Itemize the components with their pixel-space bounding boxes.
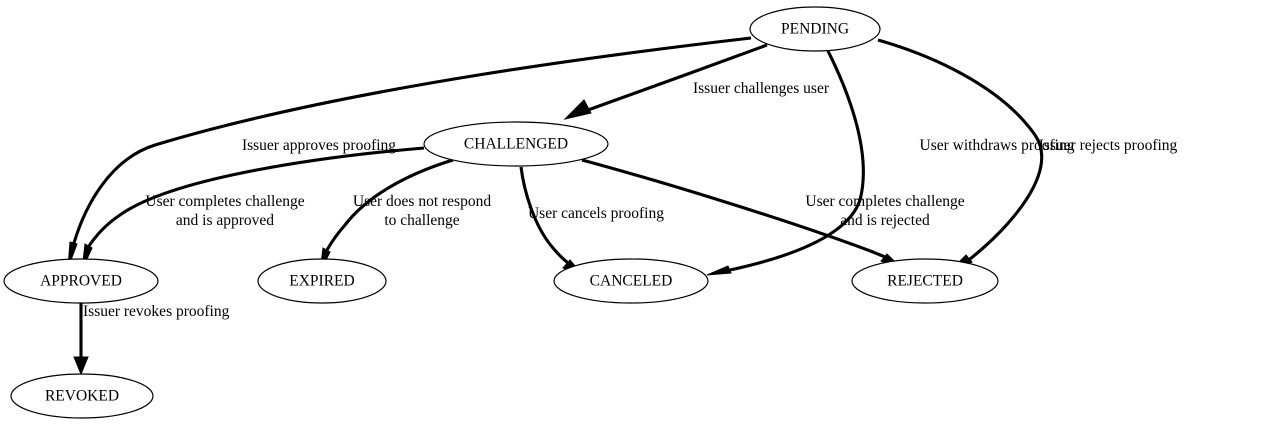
node-expired-shape[interactable] — [257, 258, 387, 304]
edge-path-pending-rejected — [877, 38, 1044, 261]
edge-pending-to-canceled: User withdraws proofing — [706, 50, 1075, 276]
edge-challenged-to-expired: User does not respond to challenge — [319, 158, 491, 273]
node-canceled-shape[interactable] — [553, 258, 709, 304]
node-expired[interactable]: EXPIRED — [257, 258, 387, 304]
node-revoked[interactable]: REVOKED — [10, 373, 154, 419]
node-revoked-shape[interactable] — [10, 373, 154, 419]
node-canceled[interactable]: CANCELED — [553, 258, 709, 304]
node-pending-shape[interactable] — [749, 6, 881, 52]
edge-pending-to-challenged: Issuer challenges user — [563, 43, 830, 120]
edge-path-challenged-rejected — [581, 158, 886, 259]
node-expired-label: EXPIRED — [289, 273, 354, 290]
arrowhead-canceled-from-pending — [706, 265, 732, 276]
node-challenged-label: CHALLENGED — [464, 136, 568, 153]
node-pending[interactable]: PENDING — [749, 6, 881, 52]
node-challenged-shape[interactable] — [423, 121, 609, 167]
node-challenged[interactable]: CHALLENGED — [423, 121, 609, 167]
node-rejected-shape[interactable] — [851, 258, 999, 304]
edge-path-challenged-approved — [87, 146, 425, 247]
edge-label-approved-revoked: Issuer revokes proofing — [83, 303, 230, 320]
node-rejected[interactable]: REJECTED — [851, 258, 999, 304]
edge-label-pending-approved: Issuer approves proofing — [242, 137, 396, 154]
edge-approved-to-revoked: Issuer revokes proofing — [73, 303, 230, 376]
edge-label-pending-challenged: Issuer challenges user — [693, 80, 830, 97]
node-approved-label: APPROVED — [40, 273, 122, 290]
node-approved[interactable]: APPROVED — [3, 258, 159, 304]
edge-path-pending-canceled — [729, 50, 865, 272]
edge-label-challenged-approved-line1: User completes challenge — [145, 193, 304, 210]
edge-path-challenged-canceled — [519, 166, 569, 265]
node-rejected-label: REJECTED — [887, 273, 963, 290]
edge-label-challenged-rejected-line1: User completes challenge — [805, 193, 964, 210]
edge-label-challenged-expired-line2: to challenge — [384, 212, 459, 229]
edge-pending-to-rejected: Issuer rejects proofing — [877, 38, 1178, 273]
node-approved-shape[interactable] — [3, 258, 159, 304]
edge-path-pending-challenged — [587, 43, 768, 112]
edge-label-challenged-rejected-line2: and is rejected — [840, 212, 930, 229]
node-canceled-label: CANCELED — [590, 273, 673, 290]
node-pending-label: PENDING — [781, 21, 849, 38]
edge-path-pending-approved — [72, 36, 752, 244]
edge-path-challenged-expired — [325, 158, 454, 251]
edge-label-pending-canceled: User withdraws proofing — [920, 137, 1075, 154]
arrowhead-revoked — [73, 356, 89, 376]
node-revoked-label: REVOKED — [45, 388, 119, 405]
edge-label-challenged-canceled: User cancels proofing — [528, 205, 664, 222]
arrowhead-challenged — [563, 99, 592, 120]
edge-label-challenged-approved-line2: and is approved — [176, 212, 274, 229]
edge-challenged-to-rejected: User completes challenge and is rejected — [581, 158, 965, 271]
edge-pending-to-approved: Issuer approves proofing — [67, 36, 752, 269]
edge-label-challenged-expired-line1: User does not respond — [353, 193, 491, 210]
edge-label-pending-rejected: Issuer rejects proofing — [1039, 137, 1178, 154]
